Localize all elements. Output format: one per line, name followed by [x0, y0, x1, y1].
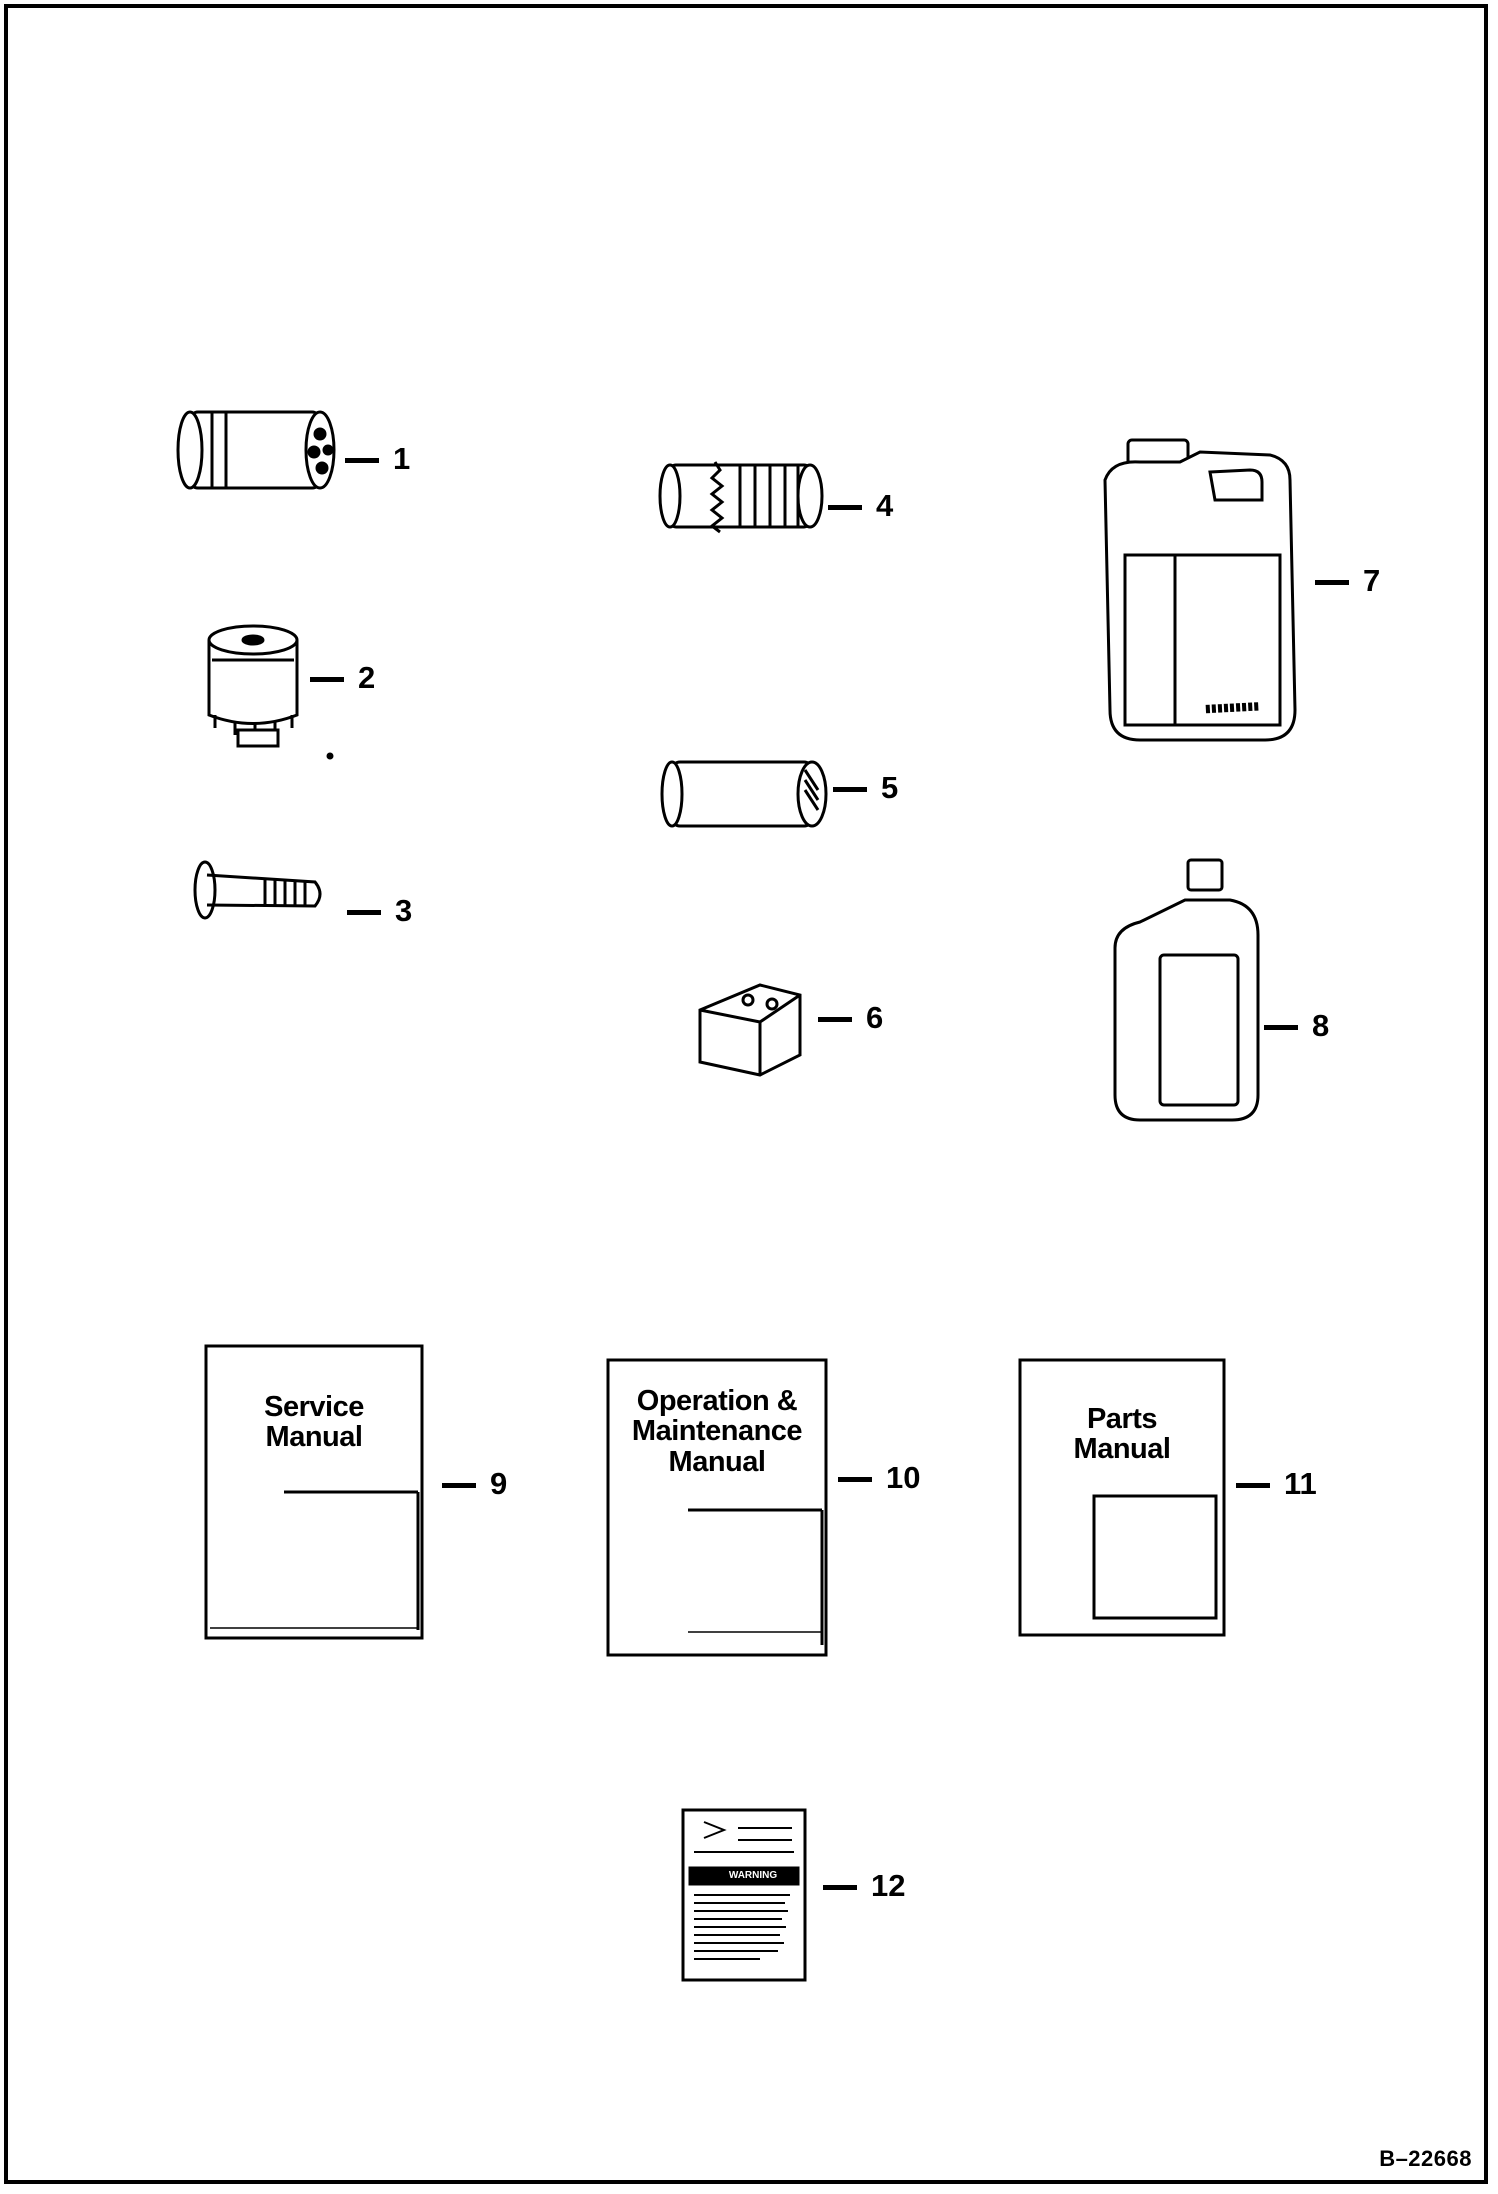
operation-manual-title-line2: Maintenance	[631, 1415, 803, 1448]
svg-text:▮▮▮▮▮▮▮▮▮: ▮▮▮▮▮▮▮▮▮	[1205, 700, 1260, 715]
callout-11: 11	[1236, 1468, 1317, 1499]
part-12-handbook-decal	[681, 1808, 807, 1982]
callout-8: 8	[1264, 1010, 1329, 1041]
part-4-air-filter-primary	[658, 461, 824, 534]
callout-7: 7	[1315, 565, 1380, 596]
callout-2: 2	[310, 662, 375, 693]
parts-manual-title-line1: Parts	[1086, 1403, 1158, 1435]
callout-1: 1	[345, 443, 410, 474]
part-6-box	[698, 983, 802, 1077]
decal-warning-label: WARNING	[710, 1871, 796, 1881]
callout-6: 6	[818, 1002, 883, 1033]
callout-10: 10	[838, 1462, 920, 1493]
callout-9: 9	[442, 1468, 507, 1499]
service-manual-title-line2: Manual	[265, 1421, 363, 1454]
operation-manual-title-line3: Manual	[668, 1445, 766, 1478]
service-manual-title-line1: Service	[264, 1391, 364, 1423]
parts-manual-title: Parts Manual	[1020, 1404, 1224, 1465]
part-3-breather-element	[193, 860, 322, 920]
diagram-frame	[4, 4, 1488, 2184]
part-10-operation-maintenance-manual	[606, 1358, 828, 1657]
part-11-parts-manual	[1018, 1358, 1226, 1637]
callout-3: 3	[347, 895, 412, 926]
callout-4: 4	[828, 490, 893, 521]
part-7-fluid-jug: ▮▮▮▮▮▮▮▮▮	[1103, 438, 1297, 742]
part-8-oil-bottle	[1113, 858, 1260, 1122]
figure-id: B–22668	[1379, 2146, 1472, 2171]
operation-manual-title-line1: Operation &	[636, 1385, 798, 1417]
part-2-fuel-filter	[207, 624, 334, 760]
operation-manual-title: Operation & Maintenance Manual	[608, 1385, 826, 1478]
part-9-service-manual	[204, 1344, 424, 1640]
part-1-oil-filter	[176, 410, 336, 490]
parts-manual-title-line2: Manual	[1073, 1433, 1171, 1466]
callout-5: 5	[833, 772, 898, 803]
callout-12: 12	[823, 1870, 905, 1901]
part-5-air-filter-secondary	[660, 760, 828, 828]
service-manual-title: Service Manual	[206, 1392, 422, 1453]
